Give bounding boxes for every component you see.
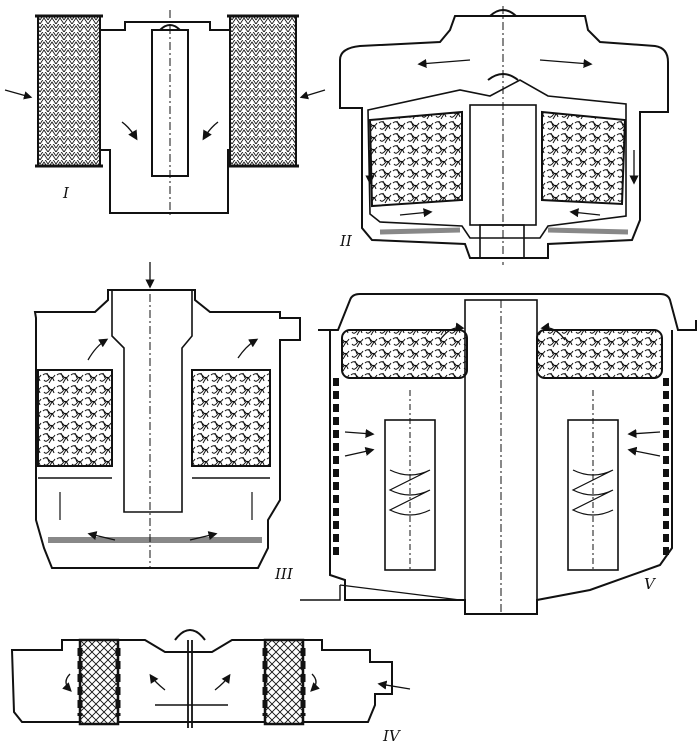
- panel-3-filter: [33, 262, 301, 569]
- panel-2-left-filler: [368, 110, 463, 208]
- panel-4-left-element: [78, 638, 120, 726]
- panel-3-label: III: [275, 565, 293, 583]
- panel-5-filter: [300, 293, 697, 615]
- panel-3-housing: [33, 289, 301, 569]
- panel-2-label: II: [340, 232, 352, 250]
- panel-1-left-element: [37, 15, 101, 167]
- panel-2-right-filler: [541, 110, 627, 206]
- panel-1-right-element: [229, 15, 297, 167]
- panel-4-housing: [10, 639, 393, 723]
- panel-2-filter: [339, 6, 669, 265]
- panel-3-inlet-pipe: [111, 290, 193, 513]
- panel-5-label: V: [644, 575, 655, 593]
- panel-5-right-filler: [536, 329, 663, 379]
- panel-1-filter: [4, 10, 326, 215]
- panel-2-housing: [339, 15, 669, 259]
- panel-4-label: IV: [383, 727, 400, 745]
- panel-1-label: I: [63, 184, 69, 202]
- panel-4-filter: [10, 629, 411, 728]
- panel-5-left-filler: [341, 329, 468, 379]
- panel-3-right-filler: [191, 369, 271, 467]
- panel-4-right-element: [263, 638, 305, 726]
- panel-3-left-filler: [37, 369, 113, 467]
